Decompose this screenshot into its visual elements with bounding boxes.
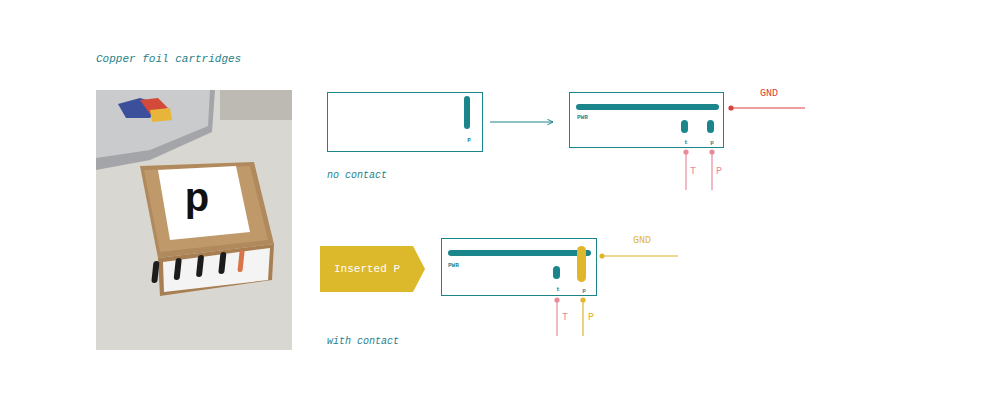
wire-dot: [599, 253, 604, 258]
signal-name: T: [562, 313, 568, 323]
pad-label: p: [582, 288, 586, 294]
copper-pads: [448, 96, 719, 282]
cartridge-box: P: [327, 92, 483, 152]
signal-name: GND: [760, 89, 778, 99]
title: Copper foil cartridges: [96, 54, 241, 65]
cartridge-top: [144, 166, 268, 252]
p-pad: [464, 96, 470, 129]
pad-label: t: [684, 140, 688, 146]
copper-slot: [218, 252, 226, 274]
gnd-wire: [602, 255, 678, 256]
flow-arrow: [490, 121, 553, 122]
wire-dot: [728, 105, 733, 110]
pad-label: t: [556, 287, 560, 293]
cartridge-box: PWR t p: [569, 92, 724, 148]
cartridge-strip: [163, 248, 270, 292]
p-pad: [707, 120, 714, 133]
wire-dot: [554, 297, 559, 302]
signal-name: P: [716, 167, 722, 177]
copper-slot: [151, 261, 159, 283]
pad-label: P: [467, 138, 471, 144]
callout-text: Inserted P: [334, 264, 400, 275]
bar-label: PWR: [577, 115, 588, 121]
signal-name: T: [690, 167, 696, 177]
pwr-bar: [576, 104, 719, 110]
wire-dot: [580, 297, 585, 302]
signal-name: P: [588, 313, 594, 323]
cartridge-box: PWR t p: [441, 238, 597, 296]
state-note: no contact: [327, 171, 387, 181]
state-note: with contact: [327, 337, 399, 347]
t-pad: [553, 266, 560, 279]
callout-tag: Inserted P: [320, 246, 425, 292]
pad-label: p: [710, 140, 714, 146]
t-pad: [681, 120, 688, 133]
inserted-p-foil: [577, 246, 586, 282]
cartridge-label: [158, 166, 250, 240]
signal-name: GND: [633, 236, 651, 246]
desk-shadow: [220, 90, 292, 120]
copper-slot: [196, 255, 204, 277]
t-wire: [556, 300, 557, 336]
copper-foil: [237, 250, 244, 272]
p-wire: [582, 300, 583, 336]
tag-shape: [320, 246, 425, 292]
cartridge-top: [140, 162, 274, 258]
wiring: [554, 105, 805, 336]
sticker: [150, 108, 172, 122]
p-wire: [711, 152, 712, 190]
cartridge-front: [158, 244, 274, 296]
desk: [96, 90, 292, 350]
photo: [96, 90, 292, 350]
t-wire: [685, 152, 686, 190]
wire-dot: [683, 149, 688, 154]
laptop-lid: [96, 90, 210, 158]
cartridge-letter: p: [185, 177, 209, 217]
pwr-bar: [448, 250, 591, 256]
wire-dot: [709, 149, 714, 154]
copper-slot: [174, 258, 182, 280]
gnd-wire: [731, 107, 805, 108]
bar-label: PWR: [448, 263, 459, 269]
laptop: [96, 90, 215, 170]
